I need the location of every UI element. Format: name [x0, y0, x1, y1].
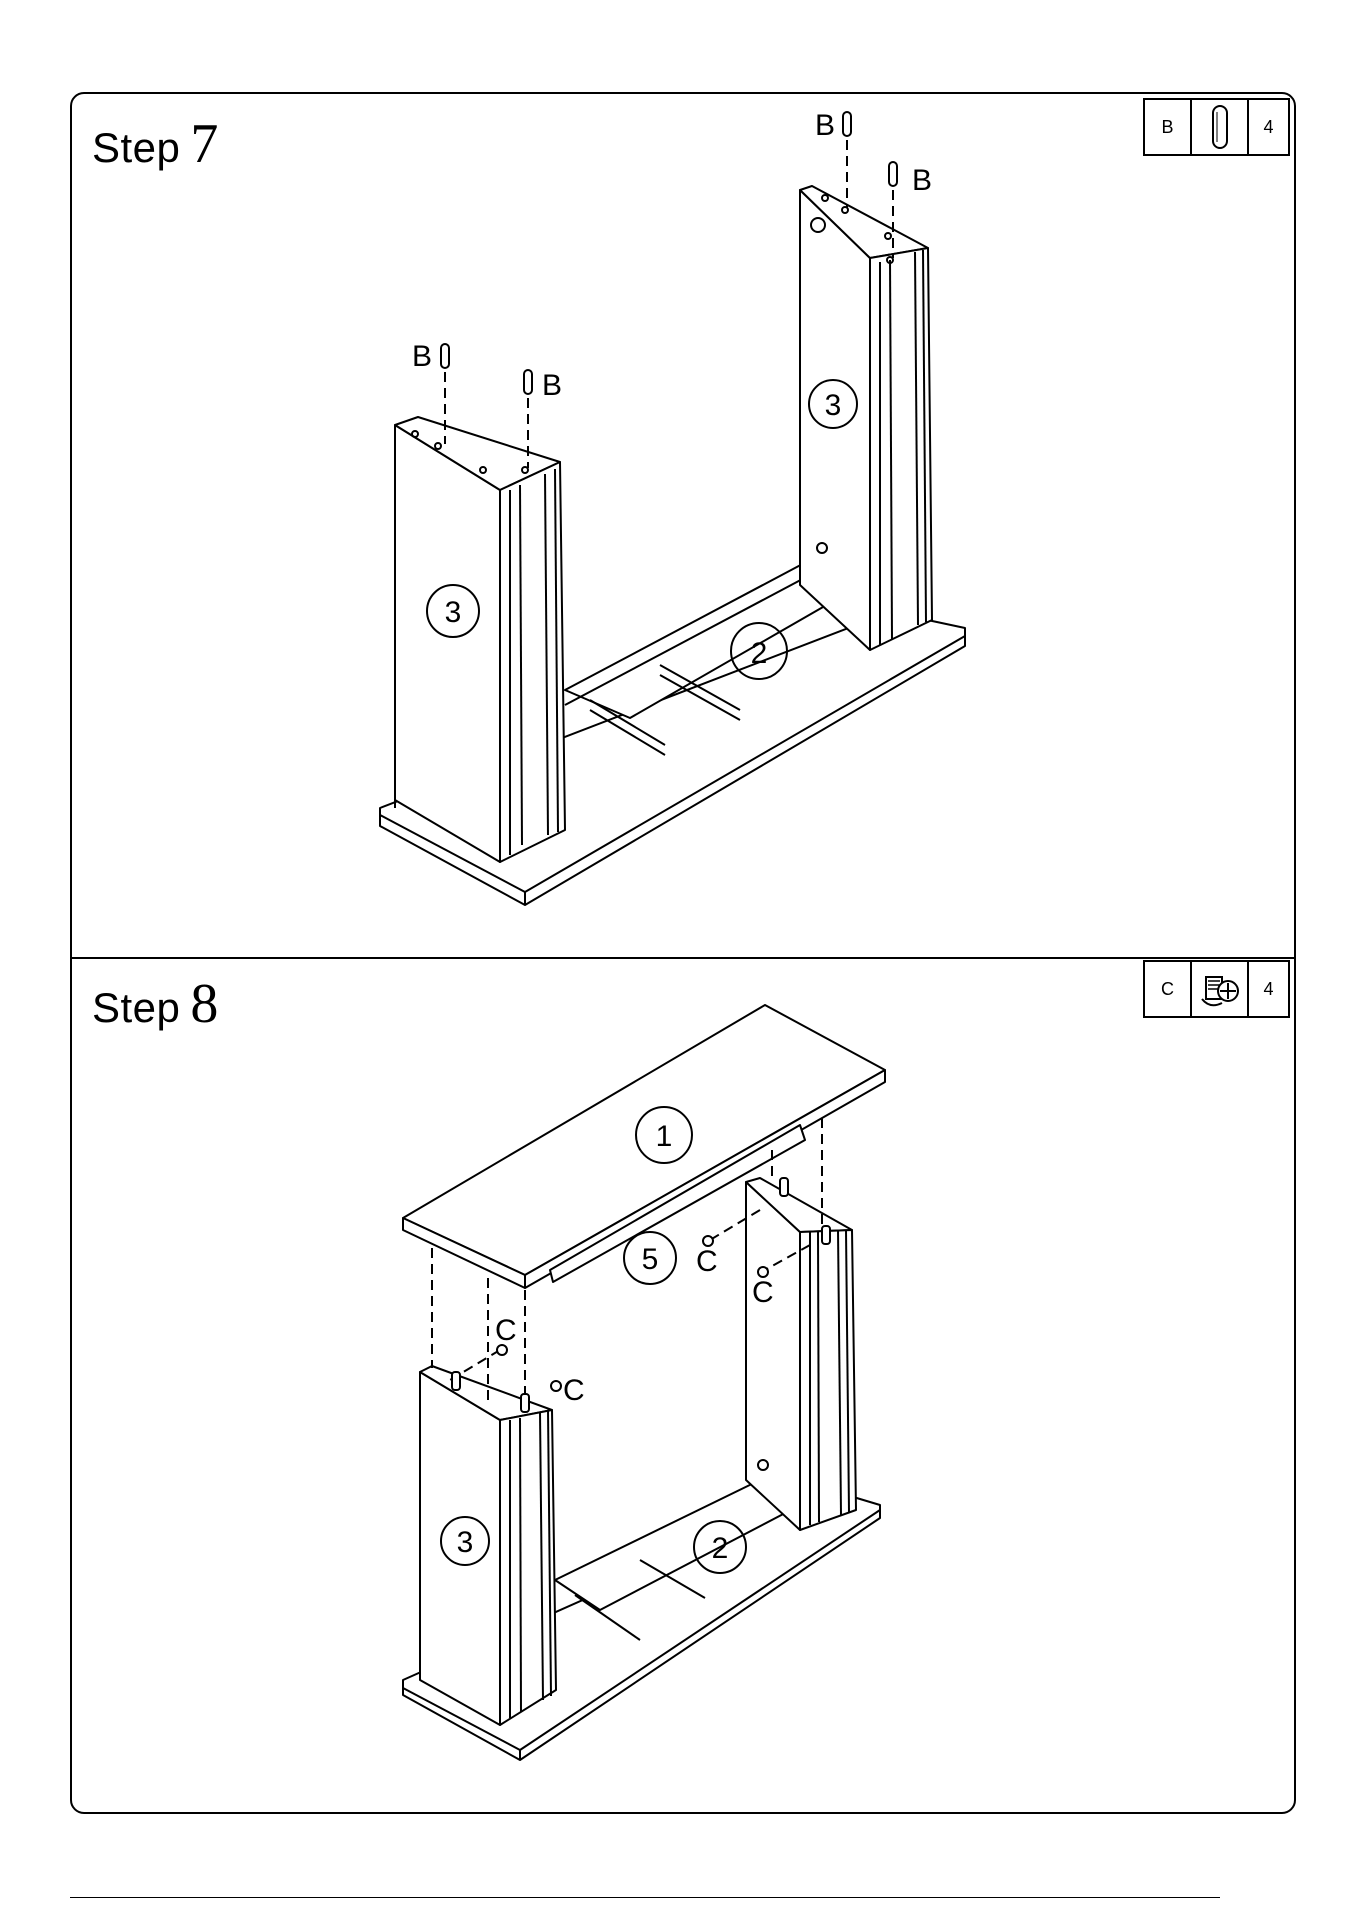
- cam-label: C: [696, 1245, 718, 1278]
- part-number: 2: [712, 1532, 729, 1565]
- page-bottom-rule: [70, 1897, 1220, 1898]
- dowel-label: B: [412, 340, 432, 373]
- part-number: 2: [751, 637, 768, 670]
- part-number: 3: [445, 596, 462, 629]
- part-number: 5: [642, 1243, 659, 1276]
- step-7-diagram: B B B B 3 3 2: [0, 0, 1364, 960]
- cam-label: C: [563, 1374, 585, 1407]
- cam-label: C: [495, 1314, 517, 1347]
- cam-label: C: [752, 1276, 774, 1309]
- part-number: 1: [656, 1120, 673, 1153]
- left-side-panel: [395, 425, 500, 862]
- dowel-label: B: [912, 164, 932, 197]
- right-side-panel: [746, 1182, 800, 1530]
- part-number: 3: [825, 389, 842, 422]
- step-8-diagram: C C C C 1 5 3 2: [0, 960, 1364, 1820]
- part-number: 3: [457, 1526, 474, 1559]
- dowel-label: B: [815, 109, 835, 142]
- dowel-label: B: [542, 369, 562, 402]
